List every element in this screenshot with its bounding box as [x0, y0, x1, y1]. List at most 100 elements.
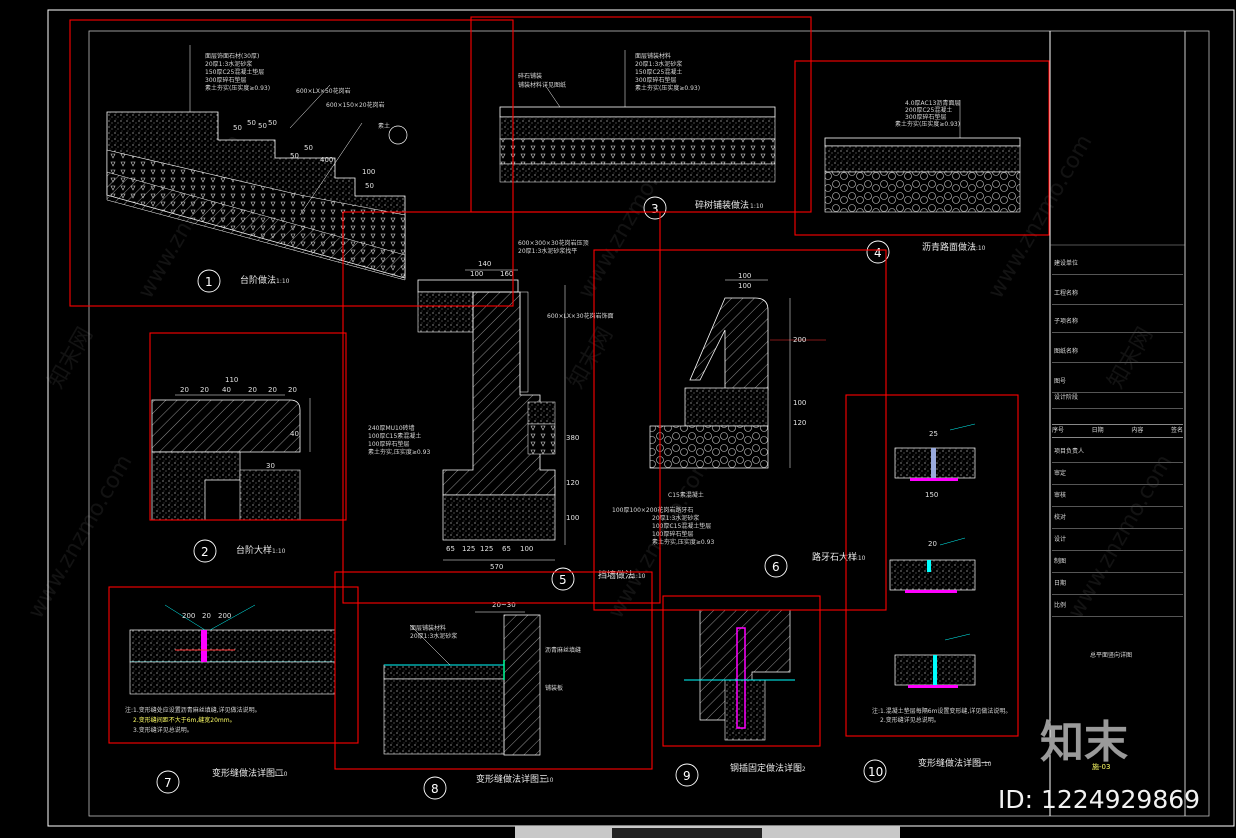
title-block-rule	[1052, 616, 1183, 617]
highlight-boxes	[69, 16, 1050, 770]
title-block-rule	[1052, 506, 1183, 507]
svg-text:20厚1:3水泥砂浆: 20厚1:3水泥砂浆	[652, 514, 699, 522]
svg-text:C15素混凝土: C15素混凝土	[668, 491, 704, 499]
detail-1-step-section	[106, 45, 408, 281]
title-block-rule	[1052, 304, 1183, 305]
detail-3-notes: 面层铺装材料 20厚1:3水泥砂浆 150厚C25混凝土 300厚碎石垫层 素土…	[518, 52, 700, 92]
svg-text:20: 20	[928, 540, 937, 548]
svg-text:www.znzmo.com: www.znzmo.com	[1064, 451, 1178, 623]
detail-10-dimensions: 25 20 150	[925, 430, 938, 548]
detail-5-wall-section	[417, 269, 566, 561]
svg-text:160: 160	[500, 270, 513, 278]
highlight-box-8	[334, 571, 653, 770]
svg-text:50: 50	[290, 152, 299, 160]
svg-text:20: 20	[268, 386, 277, 394]
svg-text:300厚碎石垫层: 300厚碎石垫层	[905, 113, 946, 121]
detail-2-step-detail	[151, 394, 311, 521]
svg-text:100: 100	[470, 270, 483, 278]
svg-text:20: 20	[202, 612, 211, 620]
svg-text:2.变形缝间距不大于6m,缝宽20mm。: 2.变形缝间距不大于6m,缝宽20mm。	[133, 716, 236, 724]
svg-text:30: 30	[266, 462, 275, 470]
highlight-box-7	[108, 586, 359, 744]
tb-col-1: 序号	[1052, 427, 1065, 434]
title-block-row: 建设单位	[1054, 260, 1079, 267]
sheet-inner-frame	[88, 30, 1210, 817]
detail-1-scale: 1:10	[276, 278, 290, 285]
detail-10-joint-sections	[889, 423, 976, 688]
detail-2-dimensions: 20 20 40 20 20 20 110 30 40	[180, 376, 299, 470]
title-block-sheet-no: 施-03	[1092, 763, 1111, 771]
detail-7-scale: 1:10	[274, 771, 288, 778]
detail-1-title: 台阶做法	[240, 274, 276, 286]
detail-4-title: 沥青路面做法	[922, 241, 976, 253]
detail-7-callout	[156, 770, 180, 794]
svg-text:沥青麻丝填缝: 沥青麻丝填缝	[545, 646, 581, 654]
title-block-rule	[1052, 572, 1183, 573]
detail-3-callout	[643, 196, 667, 220]
detail-6-dimensions: 100 100 200 100 120	[738, 272, 806, 427]
title-block-revision-header: 序号 日期 内容 签名	[1052, 424, 1183, 438]
svg-text:20: 20	[180, 386, 189, 394]
highlight-box-1	[69, 19, 514, 307]
title-block-row: 图号	[1054, 378, 1067, 385]
highlight-box-2	[149, 332, 347, 521]
svg-text:素土夯实,压实度≥0.93: 素土夯实,压实度≥0.93	[652, 538, 714, 546]
title-block-rule	[1052, 550, 1183, 551]
detail-9-number: 9	[683, 769, 691, 783]
svg-text:200: 200	[793, 336, 806, 344]
detail-8-callout	[423, 776, 447, 800]
detail-6-curb-section	[649, 279, 826, 469]
detail-8-dimension: 20~30	[492, 601, 516, 609]
title-block-rule	[1052, 332, 1183, 333]
title-block-row: 子项名称	[1054, 318, 1079, 325]
svg-text:100厚C15混凝土垫层: 100厚C15混凝土垫层	[652, 522, 711, 530]
svg-text:120: 120	[793, 419, 806, 427]
detail-4-asphalt-section	[824, 100, 1021, 213]
svg-text:铺装板: 铺装板	[545, 684, 563, 692]
svg-text:100: 100	[738, 282, 751, 290]
detail-6-notes: C15素混凝土 100厚100×200花岗岩路牙石 20厚1:3水泥砂浆 100…	[612, 491, 714, 546]
detail-7-dimensions: 200 20 200	[182, 612, 231, 620]
detail-5-notes: 600×300×30花岗岩压顶 20厚1:3水泥砂浆找平 600×LX×30花岗…	[368, 239, 614, 456]
detail-2-callout	[193, 539, 217, 563]
title-block-row: 制图	[1054, 558, 1067, 565]
title-block-rule	[1052, 408, 1183, 409]
svg-text:300厚碎石垫层: 300厚碎石垫层	[635, 76, 676, 84]
detail-1-callout	[197, 269, 221, 293]
detail-8-number: 8	[431, 782, 439, 796]
svg-text:100: 100	[566, 514, 579, 522]
svg-text:面层铺装材料: 面层铺装材料	[635, 52, 671, 60]
title-block-row: 审核	[1054, 492, 1067, 499]
title-block-rule	[1052, 462, 1183, 463]
svg-text:200: 200	[218, 612, 231, 620]
title-block-row: 比例	[1054, 602, 1067, 609]
svg-text:20厚1:3水泥砂浆: 20厚1:3水泥砂浆	[635, 60, 682, 68]
title-block-sheet-name: 总平面竖向详图	[1090, 652, 1133, 659]
tb-col-4: 签名	[1170, 427, 1183, 434]
svg-text:400: 400	[320, 156, 333, 164]
svg-text:240厚MU10砖墙: 240厚MU10砖墙	[368, 424, 415, 432]
svg-text:素土夯实(压实度≥0.93): 素土夯实(压实度≥0.93)	[205, 84, 270, 92]
title-block-row: 设计阶段	[1054, 394, 1079, 401]
svg-text:20厚1:3水泥砂浆: 20厚1:3水泥砂浆	[410, 632, 457, 640]
highlight-box-5	[342, 211, 661, 604]
detail-3-number: 3	[651, 202, 659, 216]
title-block-rule	[1052, 594, 1183, 595]
svg-text:150: 150	[925, 491, 938, 499]
svg-text:知末网: 知末网	[44, 323, 99, 393]
detail-9-fixing-section	[684, 609, 795, 741]
svg-text:50: 50	[258, 122, 267, 130]
detail-10-number: 10	[868, 765, 883, 779]
svg-text:40: 40	[290, 430, 299, 438]
svg-text:140: 140	[478, 260, 491, 268]
title-block-row: 日期	[1054, 580, 1067, 587]
svg-text:40: 40	[222, 386, 231, 394]
svg-text:125: 125	[480, 545, 493, 553]
svg-text:200厚C25混凝土: 200厚C25混凝土	[905, 106, 952, 114]
detail-6-callout	[764, 554, 788, 578]
detail-8-joint-section	[383, 611, 541, 756]
detail-1-number: 1	[205, 275, 213, 289]
title-block-row: 图纸名称	[1054, 348, 1079, 355]
detail-7-title: 变形缝做法详图二	[212, 767, 284, 779]
detail-4-scale: 1:10	[972, 245, 986, 252]
